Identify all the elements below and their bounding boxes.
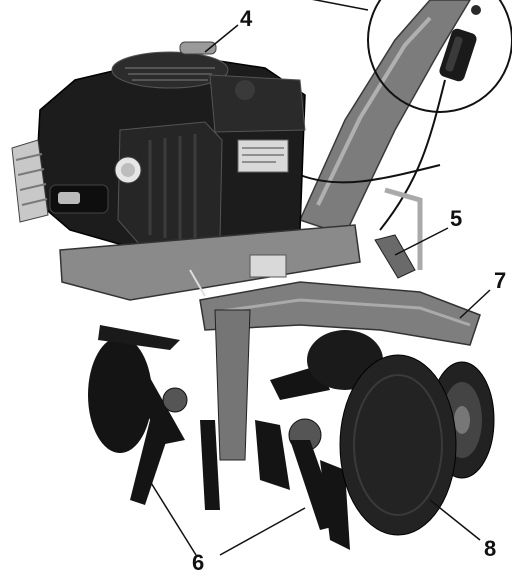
handle-support-bracket <box>374 234 416 279</box>
callout-handle-support: 5 <box>450 206 463 231</box>
handle-column <box>298 0 471 236</box>
left-tines <box>88 325 220 510</box>
callout-rear-guard: 7 <box>494 268 507 293</box>
engine <box>11 41 306 251</box>
right-tines <box>255 365 350 550</box>
callout-side-disc: 8 <box>484 536 497 561</box>
chassis-label-plate <box>249 254 287 278</box>
detail-magnifier-circle <box>367 0 512 113</box>
callout-engine: 4 <box>240 6 253 31</box>
chassis-plate <box>59 224 361 301</box>
callout-tines: 6 <box>192 550 205 575</box>
throttle-control <box>439 5 481 82</box>
control-cable-2 <box>299 164 441 184</box>
leader-lines <box>147 24 491 556</box>
handle-column-highlight <box>316 16 432 206</box>
detail-magnifier-leader <box>312 0 369 11</box>
side-disc <box>339 354 457 536</box>
control-cable <box>379 79 446 231</box>
tine-shaft-housing <box>214 309 251 461</box>
